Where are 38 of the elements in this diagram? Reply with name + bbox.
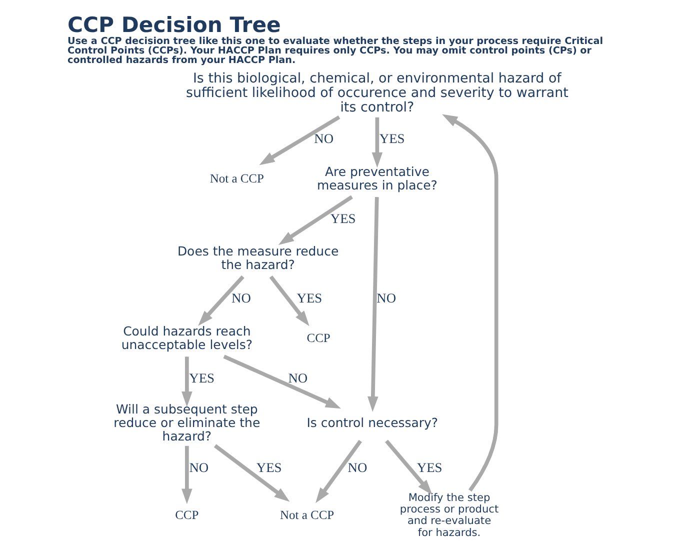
arrow — [384, 440, 432, 495]
node-text: CCP — [174, 508, 198, 522]
arrow — [213, 444, 290, 502]
arrow — [367, 197, 378, 412]
edge-label: NO — [347, 460, 367, 475]
arrow — [371, 117, 382, 168]
arrow — [442, 114, 498, 492]
node-text: Could hazards reach unacceptable levels? — [120, 324, 252, 352]
node-text: Does the measure reduce the hazard? — [176, 244, 338, 272]
edge-label: YES — [330, 210, 356, 226]
edge-label: YES — [188, 370, 214, 386]
node-text: Is control necessary? — [306, 414, 438, 430]
node-text: Is this biological, chemical, or environmental hazard of sufficient likelihood of occurence and severity to warrant its control? — [185, 72, 568, 116]
edge-label: NO — [288, 370, 308, 386]
edge-label: YES — [416, 460, 442, 475]
node-text: Not a CCP — [279, 508, 334, 522]
arrow — [181, 446, 192, 504]
arrow — [278, 195, 352, 245]
node-text: Modify the step process or product and re-evaluate for hazards. — [399, 492, 498, 539]
edge-label: NO — [376, 290, 396, 306]
node-text: Are preventative measures in place? — [316, 164, 437, 192]
node-text: CCP — [306, 331, 330, 346]
caption: Use a CCP decision tree like this one to evaluate whether the steps in your process require Critical Control Points (CCPs). Your HACCP Plan requires only CCPs. You may omit control points (CPs) or controlled hazards from your HACCP Plan. — [67, 36, 602, 66]
arrow — [268, 276, 309, 326]
edge-label: YES — [378, 131, 404, 146]
edge-label: NO — [314, 131, 334, 146]
edge-label: NO — [231, 290, 250, 306]
diagram-title: CCP Decision Tree — [67, 12, 280, 38]
node-text: Will a subsequent step reduce or eliminate the hazard? — [113, 401, 260, 444]
edge-label: NO — [188, 460, 208, 475]
edge-label: YES — [256, 460, 282, 475]
arrow — [222, 354, 340, 409]
arrow — [315, 440, 362, 504]
arrow — [181, 356, 192, 407]
arrow — [258, 116, 340, 166]
edge-label: YES — [296, 290, 322, 306]
arrow — [198, 275, 244, 326]
node-text: Not a CCP — [209, 172, 264, 186]
